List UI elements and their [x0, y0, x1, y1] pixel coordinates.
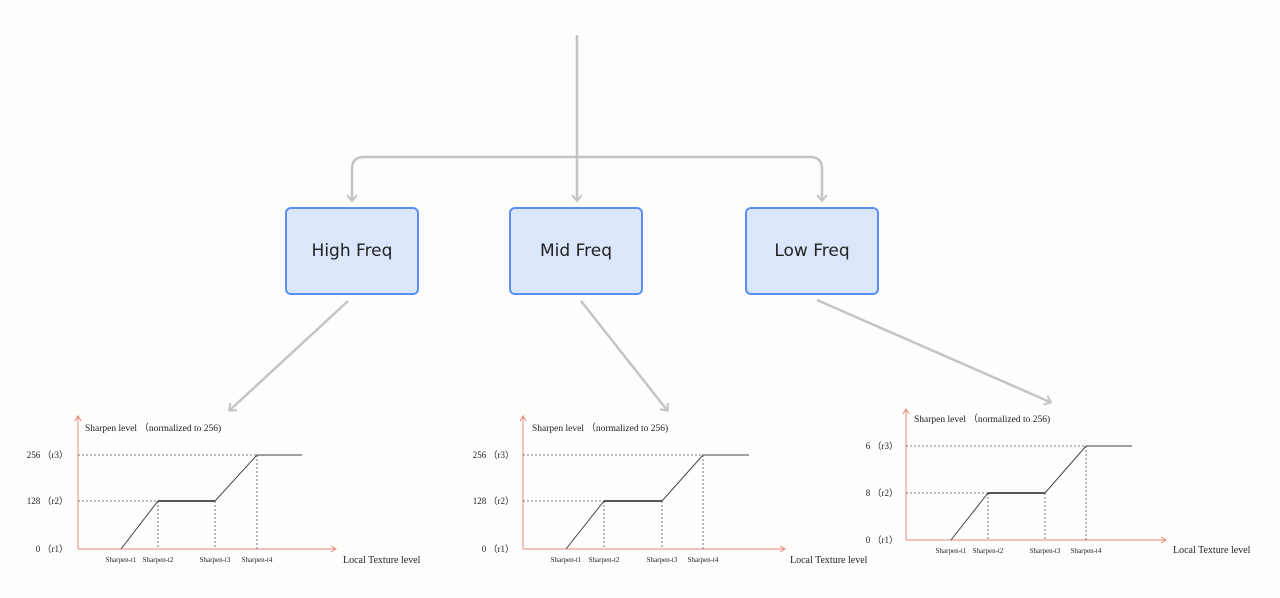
y-axis-label: Sharpen level （normalized to 256) [914, 413, 1050, 425]
low-to-chart-connector [816, 298, 1053, 406]
y-axis-arrow [519, 415, 527, 422]
left-branch-connector [346, 155, 577, 203]
y-tick-label: 0 （r1） [866, 535, 898, 545]
x-tick-label: Sharpen-t4 [688, 556, 719, 564]
y-tick-label: 8 （r2） [866, 488, 898, 498]
x-axis-label: Local Texture level [1173, 545, 1251, 556]
mid-freq-box[interactable]: Mid Freq [509, 207, 643, 295]
x-axis-arrow [779, 545, 786, 553]
x-axis-arrow [330, 545, 337, 553]
y-tick-label: 0 （r1） [36, 544, 68, 554]
mid-to-chart-connector [580, 300, 669, 413]
x-tick-label: Sharpen-t2 [973, 547, 1004, 555]
chart-1: Sharpen level （normalized to 256) Local T… [27, 415, 421, 566]
y-axis-label: Sharpen level （normalized to 256) [532, 422, 668, 434]
x-tick-label: Sharpen-t2 [143, 556, 174, 564]
high-freq-box[interactable]: High Freq [285, 207, 419, 295]
y-tick-label: 128 （r2） [473, 496, 514, 506]
y-tick-label: 128 （r2） [27, 496, 68, 506]
x-tick-label: Sharpen-t3 [1030, 547, 1061, 555]
x-axis-label: Local Texture level [790, 555, 868, 566]
y-axis-label: Sharpen level （normalized to 256) [85, 422, 221, 434]
x-tick-label: Sharpen-t1 [551, 556, 582, 564]
y-axis-arrow [902, 408, 910, 415]
high-freq-label: High Freq [311, 241, 393, 261]
sharpen-curve [120, 454, 302, 550]
chart-2: Sharpen level （normalized to 256) Local T… [473, 415, 868, 566]
x-tick-label: Sharpen-t1 [106, 556, 137, 564]
low-freq-label: Low Freq [774, 241, 850, 261]
x-axis-label: Local Texture level [343, 555, 421, 566]
y-tick-label: 256 （r3） [473, 450, 514, 460]
x-tick-label: Sharpen-t3 [200, 556, 231, 564]
sharpen-curve [565, 454, 749, 550]
y-tick-label: 256 （r3） [27, 450, 68, 460]
x-tick-label: Sharpen-t4 [1071, 547, 1102, 555]
y-tick-label: 0 （r1） [482, 544, 514, 554]
high-to-chart-connector [228, 300, 349, 412]
y-tick-label: 6 （r3） [866, 441, 898, 451]
x-axis-arrow [1160, 536, 1167, 544]
chart-3: Sharpen level （normalized to 256) Local T… [866, 408, 1251, 556]
y-axis-arrow [74, 415, 82, 422]
low-freq-box[interactable]: Low Freq [745, 207, 879, 295]
mid-freq-label: Mid Freq [540, 241, 612, 261]
right-branch-connector [577, 155, 828, 203]
x-tick-label: Sharpen-t3 [647, 556, 678, 564]
x-tick-label: Sharpen-t4 [242, 556, 273, 564]
x-tick-label: Sharpen-t2 [589, 556, 620, 564]
x-tick-label: Sharpen-t1 [936, 547, 967, 555]
